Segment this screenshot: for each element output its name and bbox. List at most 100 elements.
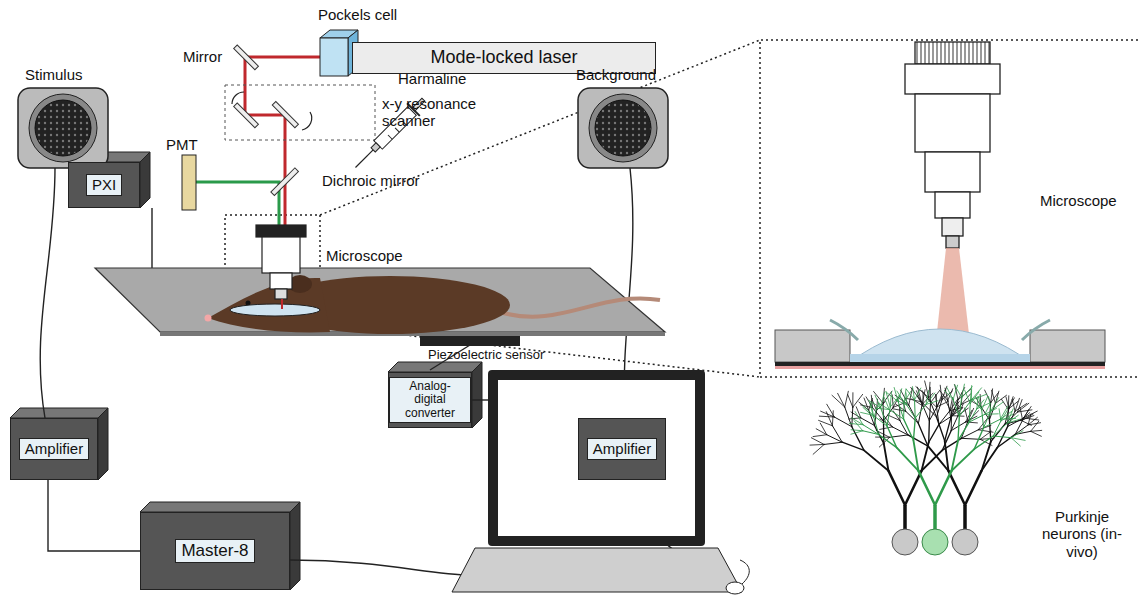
dendrite bbox=[928, 421, 930, 443]
dendrite bbox=[824, 442, 842, 444]
dendrite bbox=[993, 436, 1011, 438]
dendrite bbox=[1023, 414, 1034, 420]
dendrite bbox=[992, 390, 996, 403]
dendrite bbox=[982, 442, 991, 471]
part-label: Mirror bbox=[183, 48, 235, 65]
dendrite bbox=[977, 397, 978, 409]
converter-box: Analog-digital converter bbox=[388, 372, 472, 428]
dendrite bbox=[1011, 431, 1023, 438]
dendrite bbox=[965, 408, 968, 421]
dendrite bbox=[926, 401, 938, 405]
dendrite bbox=[813, 444, 824, 454]
dendrite-tree bbox=[810, 387, 994, 530]
dendrite bbox=[958, 416, 959, 440]
dendrite bbox=[936, 417, 944, 441]
part-label: Harmaline bbox=[398, 70, 488, 87]
dendrite bbox=[1020, 407, 1023, 420]
mirror bbox=[234, 45, 299, 195]
dendrite bbox=[929, 424, 939, 442]
dendrite bbox=[870, 402, 874, 415]
dendrite bbox=[945, 441, 949, 471]
master8-box: Master-8 bbox=[140, 512, 290, 590]
dendrite bbox=[827, 404, 835, 417]
microscope-objective bbox=[905, 42, 1000, 248]
part-label: Purkinje neurons (in-vivo) bbox=[1032, 508, 1132, 560]
dendrite bbox=[898, 402, 903, 420]
dendrite bbox=[887, 426, 897, 448]
part-label: Piezoelectric sensor bbox=[428, 348, 578, 363]
dendrite bbox=[954, 385, 961, 398]
box-text: Master-8 bbox=[175, 539, 254, 564]
part-label: Dichroic mirror bbox=[322, 172, 442, 189]
dendrite-tree bbox=[876, 381, 1042, 530]
dendrite bbox=[852, 393, 853, 408]
dendrite bbox=[963, 505, 967, 530]
dendrite bbox=[1018, 410, 1032, 412]
part-label: Stimulus bbox=[25, 66, 105, 83]
dendrite bbox=[922, 402, 937, 417]
dendrite bbox=[947, 388, 953, 400]
dendrite bbox=[982, 410, 984, 428]
box-text: PXI bbox=[86, 174, 122, 197]
dendrite bbox=[820, 423, 826, 435]
dendrite bbox=[1031, 431, 1042, 436]
dendrite bbox=[881, 408, 887, 426]
box-side-face bbox=[290, 502, 300, 590]
dendrite bbox=[991, 398, 999, 411]
stimulus-speaker bbox=[18, 88, 108, 168]
box-text: Amplifier bbox=[19, 438, 89, 461]
dendrite bbox=[907, 405, 916, 418]
dendrite bbox=[936, 400, 941, 417]
dendrite bbox=[974, 436, 993, 449]
dendrite bbox=[900, 420, 908, 434]
dendrite bbox=[948, 401, 951, 418]
part-label: Microscope bbox=[1040, 192, 1135, 209]
dendrite bbox=[884, 444, 889, 471]
dendrite bbox=[979, 397, 982, 410]
dendrite bbox=[918, 423, 928, 446]
dendrite bbox=[933, 505, 937, 530]
dendrite bbox=[906, 393, 908, 405]
dendrite bbox=[905, 471, 922, 505]
dendrite bbox=[918, 471, 935, 505]
dendrite bbox=[875, 395, 881, 407]
dendrite bbox=[838, 393, 845, 407]
dendrite bbox=[993, 423, 1007, 436]
dendrite bbox=[1011, 438, 1020, 446]
dendrite bbox=[991, 402, 1003, 411]
dendrite bbox=[929, 382, 930, 397]
dendrite bbox=[904, 419, 914, 440]
dendrite bbox=[1007, 419, 1020, 423]
dendrite bbox=[939, 411, 950, 425]
background-speaker bbox=[578, 88, 668, 168]
dendrite bbox=[945, 388, 948, 401]
dendrite bbox=[945, 418, 951, 441]
piezo-sensor bbox=[420, 336, 520, 346]
box-top-face bbox=[10, 408, 108, 418]
dendrite-tree bbox=[849, 384, 1025, 530]
dendrite bbox=[935, 471, 952, 505]
dendrite bbox=[1015, 398, 1019, 411]
dendrite bbox=[851, 430, 863, 431]
dendrite bbox=[953, 385, 957, 399]
dendrite bbox=[903, 505, 907, 530]
dendrite bbox=[961, 438, 980, 439]
box-side-face bbox=[472, 362, 482, 428]
dendrite bbox=[989, 397, 991, 411]
dendrite bbox=[952, 449, 975, 471]
dendrite bbox=[982, 397, 988, 410]
part-label: Background bbox=[576, 66, 676, 83]
dendrite bbox=[984, 411, 991, 428]
pxi-box: PXI bbox=[68, 162, 140, 208]
dendrite bbox=[995, 395, 1006, 403]
part-label: Microscope bbox=[326, 247, 421, 264]
dendrite bbox=[832, 426, 842, 442]
dendrite bbox=[888, 471, 905, 505]
scanner-box bbox=[225, 85, 375, 140]
part-label: PMT bbox=[166, 136, 210, 153]
dendrite bbox=[890, 392, 891, 407]
dendrite bbox=[813, 435, 827, 437]
